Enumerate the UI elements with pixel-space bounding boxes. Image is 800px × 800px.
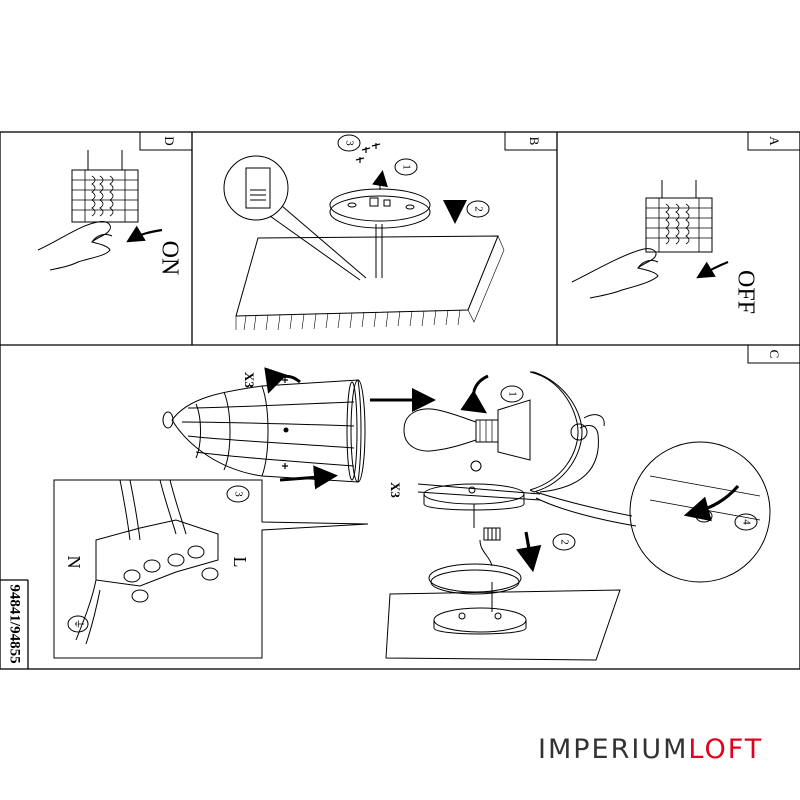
step-b2: 2 <box>472 206 484 212</box>
brand-logo: IMPERIUMLOFT <box>538 734 763 765</box>
step-b1: 1 <box>400 164 412 170</box>
cage-rotate-arrow <box>264 367 301 394</box>
wall-base-plate <box>417 460 541 511</box>
panel-d-hand-icon <box>37 221 113 271</box>
panel-label-d: D <box>162 136 177 145</box>
earth-symbol-icon: ⏚ <box>72 619 85 630</box>
panel-b-screw-detail-icon <box>223 155 367 281</box>
panel-b-ceiling-surface <box>235 235 505 331</box>
wire-label-live: L <box>230 557 250 568</box>
step-c2-badge <box>552 533 576 551</box>
connector-block-icon <box>473 504 501 567</box>
panel-label-b: B <box>527 137 542 146</box>
panel-b-lift-arrow <box>372 170 388 188</box>
bulb-illustration <box>403 408 499 452</box>
step-b3: 3 <box>343 140 355 146</box>
panel-label-a: A <box>767 136 782 146</box>
panel-label-tabs <box>139 131 800 364</box>
step-c3: 3 <box>232 491 244 497</box>
brand-part-1: IMPERIUM <box>538 734 689 765</box>
step-c4-badge <box>734 513 758 531</box>
base-screws-multiplier: X3 <box>388 482 403 498</box>
switch-label-off: OFF <box>732 270 758 314</box>
panel-a-hand-icon <box>571 248 659 299</box>
step-c1: 1 <box>506 391 518 397</box>
cage-guard-illustration <box>162 379 366 483</box>
step-c1-badge <box>500 385 524 403</box>
cage-screws-icon <box>282 377 288 469</box>
panel-a-breaker-illustration <box>645 180 713 253</box>
panel-b-mounting-plate <box>329 175 431 278</box>
cage-slide-arrow <box>279 465 338 490</box>
screw-detail-4 <box>535 441 771 583</box>
cage-screws-multiplier: X3 <box>242 372 257 388</box>
lamp-shade-and-arm <box>497 371 605 493</box>
model-number: 94841/94855 <box>7 584 23 663</box>
panel-d-breaker-illustration <box>71 150 139 223</box>
brand-part-2: LOFT <box>688 734 764 765</box>
earth-badge <box>67 615 89 633</box>
step-c2: 2 <box>558 539 570 545</box>
panel-frames <box>0 131 800 670</box>
step-c3-badge <box>226 485 250 503</box>
wire-label-neutral: N <box>64 556 84 569</box>
step-c4: 4 <box>740 519 752 525</box>
wiring-detail-panel <box>53 479 369 659</box>
bulb-screw-in-arrow <box>460 374 489 414</box>
panel-label-c: C <box>767 350 782 359</box>
panel-d-on-arrow <box>126 225 163 243</box>
panel-b-step-badges <box>337 134 490 218</box>
switch-label-on: ON <box>156 241 182 276</box>
detail-4-arrow <box>683 484 740 522</box>
panel-a-off-arrow <box>696 260 729 279</box>
plate-down-arrow <box>516 531 542 573</box>
panel-b-screws-icon <box>355 143 381 163</box>
ceiling-plate-lower <box>385 563 621 661</box>
